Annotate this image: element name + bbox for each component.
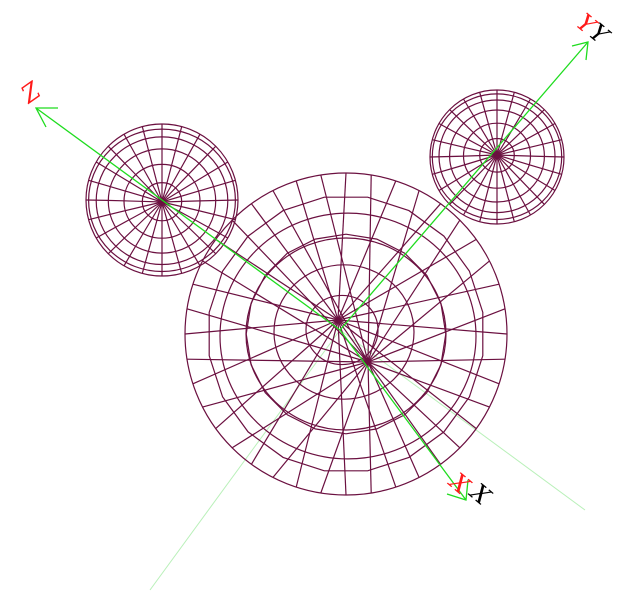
- right-ear-sphere-meridian: [462, 154, 498, 216]
- right-ear-sphere-meridian: [496, 154, 556, 192]
- right-ear-sphere: [429, 89, 565, 225]
- axis-labels: Z Y Y X X: [15, 8, 615, 511]
- head-sphere-meridian: [202, 361, 369, 408]
- head-sphere-meridian: [367, 174, 372, 363]
- right-ear-sphere-meridian: [438, 154, 498, 192]
- left-ear-sphere-meridian: [141, 201, 163, 274]
- right-ear-sphere-meridian: [462, 98, 498, 156]
- left-ear-sphere-meridian: [123, 201, 163, 267]
- left-ear-sphere-meridian: [161, 201, 217, 255]
- head-sphere-meridian: [337, 172, 347, 321]
- right-ear-sphere-meridian: [496, 154, 565, 158]
- right-ear-sphere-meridian: [496, 154, 515, 222]
- head-sphere-meridian: [250, 203, 339, 321]
- head-sphere-ring: [219, 212, 477, 460]
- head-sphere-meridian: [337, 203, 442, 321]
- head-sphere-meridian: [202, 260, 369, 363]
- head-sphere-meridian: [186, 308, 369, 363]
- head-sphere-meridian: [295, 319, 339, 488]
- right-ear-sphere-meridian: [496, 154, 545, 205]
- left-ear-sphere-meridian: [161, 201, 183, 274]
- head-sphere-meridian: [337, 319, 500, 385]
- right-ear-sphere-meridian: [496, 98, 532, 156]
- head-sphere-meridian: [367, 361, 490, 408]
- head-sphere-band: [245, 233, 447, 435]
- left-ear-sphere-meridian: [161, 201, 236, 221]
- right-ear-sphere-meridian: [496, 122, 556, 156]
- head-sphere-meridian: [231, 219, 369, 363]
- head-sphere-meridian: [367, 308, 506, 363]
- left-ear-sphere-meridian: [95, 161, 163, 203]
- right-ear-sphere-meridian: [438, 122, 498, 156]
- right-ear-sphere-meridian: [432, 154, 498, 175]
- right-ear-sphere-meridian: [479, 154, 498, 222]
- axis-lines-faint: [149, 329, 586, 591]
- x-axis-line: [339, 329, 467, 501]
- head-sphere-meridian: [186, 358, 369, 363]
- left-ear-sphere-meridian: [161, 199, 239, 203]
- head-sphere-meridian: [192, 319, 339, 385]
- left-ear-sphere-meridian: [123, 133, 163, 203]
- left-ear-sphere-meridian: [107, 201, 163, 255]
- head-sphere-meridian: [320, 174, 369, 363]
- left-ear-sphere-meridian: [88, 179, 163, 203]
- y-axis-arrowhead: [571, 41, 589, 61]
- head-sphere-meridian: [367, 361, 372, 494]
- head-sphere-meridian: [272, 361, 369, 478]
- head-sphere-meridian: [337, 180, 397, 321]
- head-sphere: [184, 172, 508, 496]
- right-ear-sphere-meridian: [449, 154, 498, 205]
- head-sphere-meridian: [337, 319, 397, 488]
- z-axis-arrowhead: [34, 107, 58, 128]
- right-ear-sphere-meridian: [496, 109, 545, 156]
- left-ear-sphere-meridian: [85, 199, 163, 203]
- head-sphere-meridian: [367, 358, 506, 363]
- right-ear-sphere-meridian: [432, 139, 498, 156]
- left-ear-sphere-meridian: [161, 133, 201, 203]
- head-sphere-meridian: [367, 190, 420, 363]
- right-ear-sphere-meridian: [496, 154, 532, 216]
- head-sphere-meridian: [215, 238, 339, 321]
- z-axis-line: [35, 107, 341, 331]
- left-ear-sphere-meridian: [161, 161, 229, 203]
- right-ear-sphere-meridian: [449, 109, 498, 156]
- right-ear-sphere-meridian: [496, 154, 562, 175]
- head-sphere-meridian: [250, 319, 339, 465]
- head-sphere-meridian: [320, 361, 369, 494]
- head-sphere-meridian: [337, 319, 508, 335]
- left-ear-sphere-meridian: [161, 145, 217, 203]
- head-sphere-meridian: [184, 319, 339, 335]
- right-ear-sphere-meridian: [496, 139, 562, 156]
- head-sphere-meridian: [337, 283, 500, 321]
- left-ear-sphere-meridian: [161, 201, 201, 267]
- head-sphere-meridian: [337, 238, 477, 321]
- head-sphere-meridian: [272, 190, 369, 363]
- axis-lines-main: [34, 41, 589, 501]
- y-axis-line: [339, 41, 589, 331]
- faint-axis-right: [339, 329, 586, 511]
- head-sphere-meridian: [367, 361, 461, 449]
- head-sphere-meridian: [367, 361, 420, 478]
- head-sphere-meridian: [192, 283, 339, 321]
- head-sphere-meridian: [367, 219, 461, 363]
- head-sphere-meridian: [337, 319, 477, 430]
- head-sphere-meridian: [295, 180, 339, 321]
- left-ear-sphere-meridian: [161, 201, 229, 239]
- head-sphere-meridian: [337, 319, 442, 465]
- head-sphere-band: [208, 196, 484, 472]
- left-ear-sphere-meridian: [161, 126, 183, 203]
- head-sphere-meridian: [337, 319, 347, 496]
- left-ear-sphere-meridian: [95, 201, 163, 239]
- head-sphere-meridian: [215, 319, 339, 430]
- head-sphere-meridian: [231, 361, 369, 449]
- left-ear-sphere-meridian: [161, 179, 236, 203]
- left-ear-sphere-meridian: [88, 201, 163, 221]
- x-axis-arrowhead: [446, 479, 469, 501]
- z-axis-label: Z: [15, 76, 47, 110]
- left-ear-sphere: [85, 123, 239, 277]
- left-ear-sphere-meridian: [141, 126, 163, 203]
- head-sphere-meridian: [367, 260, 490, 363]
- right-ear-sphere-meridian: [496, 92, 515, 156]
